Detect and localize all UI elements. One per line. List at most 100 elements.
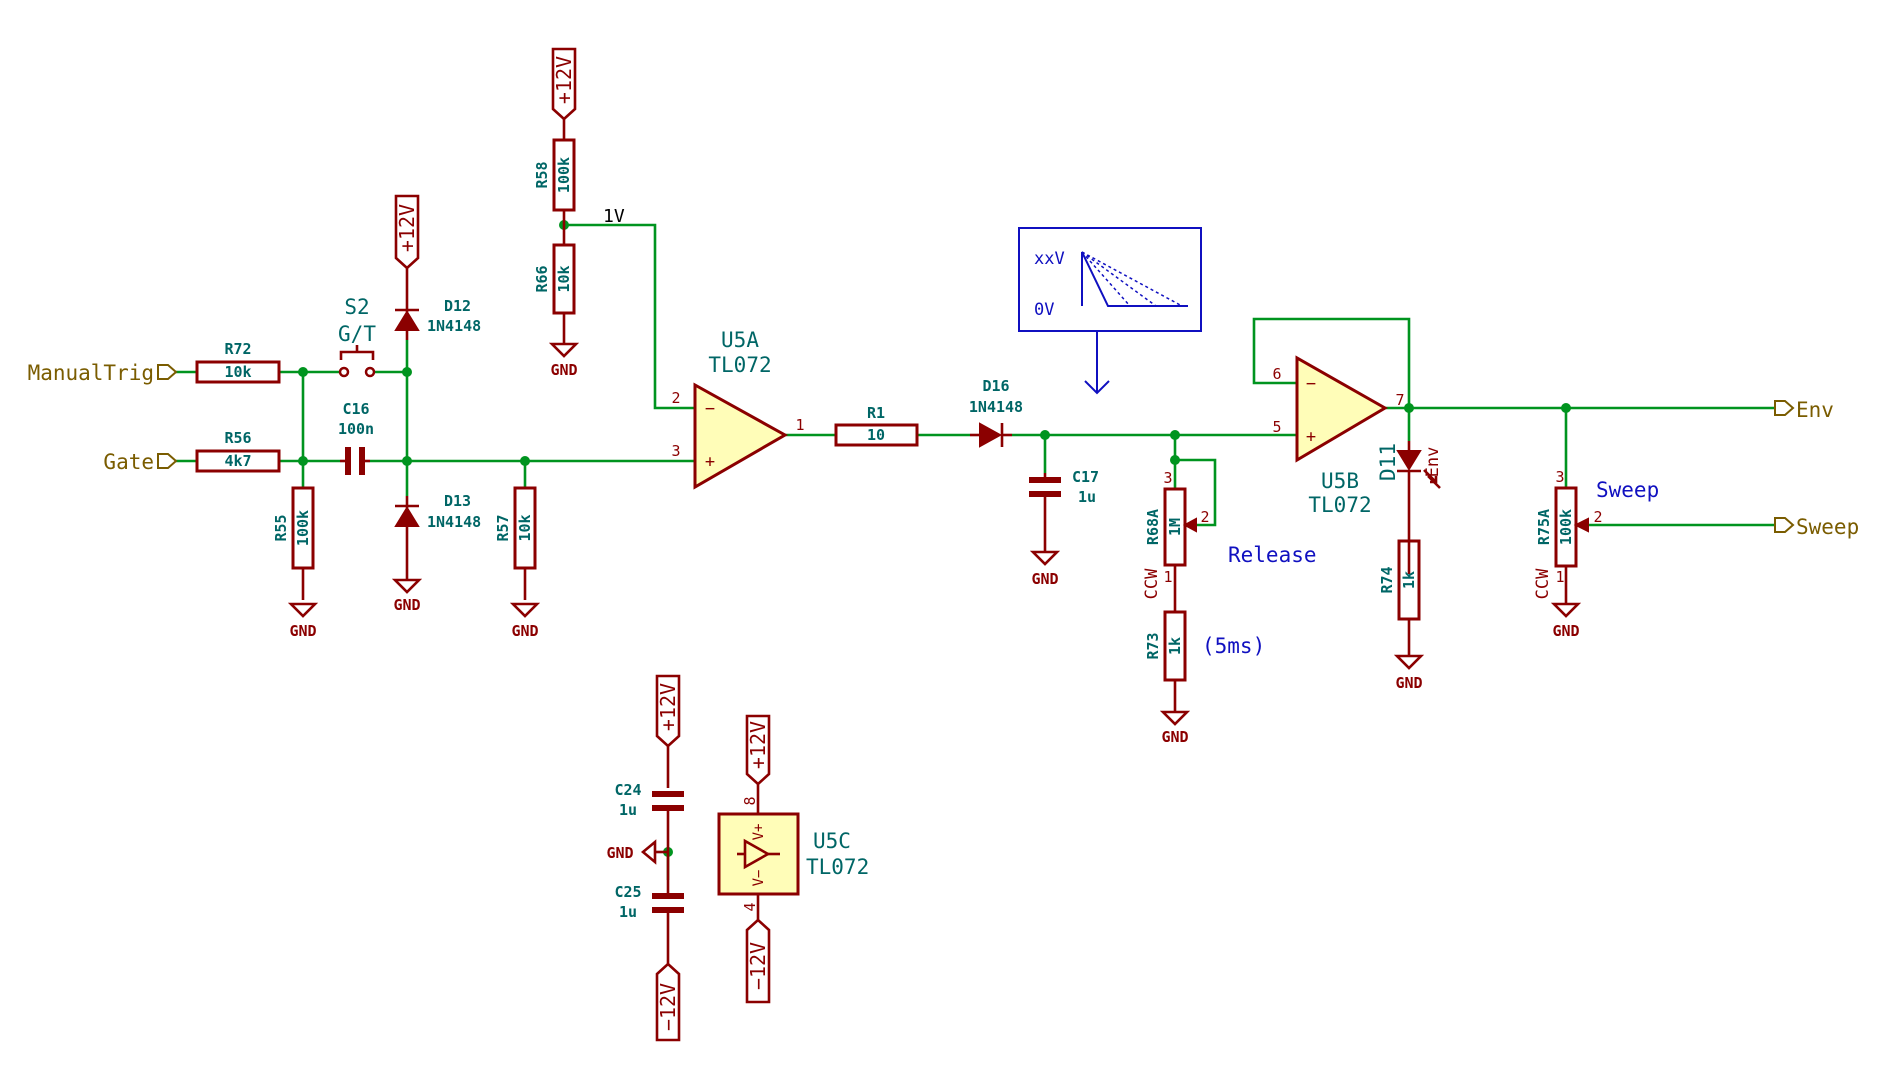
power-neg-c25: −12V xyxy=(655,954,681,1042)
svg-text:8: 8 xyxy=(741,796,759,805)
svg-text:GND: GND xyxy=(1031,570,1058,588)
svg-text:V−: V− xyxy=(751,870,767,887)
svg-text:+12V: +12V xyxy=(746,721,770,769)
svg-text:6: 6 xyxy=(1272,365,1281,383)
resistor-r74: 1k R74 xyxy=(1378,539,1421,656)
resistor-r66: 10k R66 xyxy=(533,225,576,344)
svg-text:+12V: +12V xyxy=(552,56,576,104)
r75a-value: 100k xyxy=(1557,509,1575,545)
potentiometer-r68a: 3 2 1 1M R68A CCW xyxy=(1142,469,1210,612)
gnd-symbol: GND xyxy=(548,342,580,379)
c25-ref: C25 xyxy=(614,883,641,901)
port-sweep: Sweep xyxy=(1774,515,1859,539)
c25-value: 1u xyxy=(619,903,637,921)
svg-text:GND: GND xyxy=(1552,622,1579,640)
svg-text:GND: GND xyxy=(511,622,538,640)
svg-text:+: + xyxy=(705,452,715,472)
svg-text:1: 1 xyxy=(1163,568,1172,586)
svg-text:+12V: +12V xyxy=(395,204,419,252)
svg-text:−12V: −12V xyxy=(746,942,770,990)
port-gate-label: Gate xyxy=(103,450,154,474)
gnd-symbol: GND xyxy=(1159,710,1191,746)
r55-value: 100k xyxy=(294,510,312,546)
opamp-u5b: − + 6 5 7 U5B TL072 xyxy=(1272,355,1405,517)
u5b-value: TL072 xyxy=(1308,493,1371,517)
svg-text:−: − xyxy=(1306,374,1316,394)
u5a-ref: U5A xyxy=(721,328,759,352)
svg-text:+12V: +12V xyxy=(656,683,680,731)
resistor-r57: 10k R57 xyxy=(494,486,537,600)
resistor-r72: R72 10k xyxy=(195,340,281,384)
d13-value: 1N4148 xyxy=(427,513,481,531)
svg-text:GND: GND xyxy=(289,622,316,640)
capacitor-c16: C16 100n xyxy=(338,400,374,475)
net-label-1v: 1V xyxy=(603,206,625,227)
r75a-ccw: CCW xyxy=(1533,568,1553,599)
r56-ref: R56 xyxy=(224,429,251,447)
switch-s2: S2 G/T xyxy=(338,295,376,378)
r55-ref: R55 xyxy=(272,514,290,541)
svg-text:1: 1 xyxy=(1555,568,1564,586)
gnd-symbol: GND xyxy=(1550,602,1582,640)
r73-value: 1k xyxy=(1166,637,1184,655)
r1-value: 10 xyxy=(867,426,885,444)
d12-ref: D12 xyxy=(444,297,471,315)
diode-d16: D16 1N4148 xyxy=(969,377,1023,448)
r66-ref: R66 xyxy=(533,265,551,292)
junctions xyxy=(298,220,1571,857)
svg-text:5: 5 xyxy=(1272,418,1281,436)
svg-text:−12V: −12V xyxy=(656,983,680,1031)
wires xyxy=(176,223,1775,880)
gnd-symbol: GND xyxy=(509,602,541,640)
svg-text:GND: GND xyxy=(550,361,577,379)
u5a-value: TL072 xyxy=(708,353,771,377)
c17-value: 1u xyxy=(1078,488,1096,506)
u5c-ref: U5C xyxy=(813,829,851,853)
svg-text:GND: GND xyxy=(1161,728,1188,746)
r1-ref: R1 xyxy=(867,404,885,422)
power-pos-u5c: +12V xyxy=(745,714,771,814)
c24-value: 1u xyxy=(619,801,637,819)
potentiometer-r75a: 3 2 1 100k R75A CCW xyxy=(1533,468,1603,604)
resistor-r1: R1 10 xyxy=(834,404,919,447)
d11-ref: D11 xyxy=(1376,443,1400,481)
r58-value: 100k xyxy=(555,157,573,193)
led-d11: D11 Env xyxy=(1376,441,1443,574)
c16-ref: C16 xyxy=(342,400,369,418)
gnd-symbol: GND xyxy=(287,602,319,640)
capacitor-c24: C24 1u xyxy=(614,781,684,852)
graph-bottom-label: 0V xyxy=(1034,300,1054,320)
c16-value: 100n xyxy=(338,420,374,438)
c24-ref: C24 xyxy=(614,781,641,799)
d11-value: Env xyxy=(1423,447,1443,478)
d12-value: 1N4148 xyxy=(427,317,481,335)
r72-value: 10k xyxy=(224,363,251,381)
diode-d12: D12 1N4148 xyxy=(394,297,481,340)
s2-value: G/T xyxy=(338,322,376,346)
d16-value: 1N4148 xyxy=(969,398,1023,416)
svg-text:1: 1 xyxy=(795,416,804,434)
r74-ref: R74 xyxy=(1378,566,1396,593)
s2-ref: S2 xyxy=(344,295,369,319)
svg-text:GND: GND xyxy=(1395,674,1422,692)
power-neg-u5c: −12V xyxy=(745,894,771,1004)
r58-ref: R58 xyxy=(533,161,551,188)
r66-value: 10k xyxy=(555,265,573,292)
svg-text:GND: GND xyxy=(606,844,633,862)
gnd-symbol: GND xyxy=(1029,550,1061,588)
power-pos-d12: +12V xyxy=(394,194,420,302)
svg-text:V+: V+ xyxy=(751,824,767,841)
release-note: Release xyxy=(1228,543,1317,567)
resistor-r73: 1k R73 xyxy=(1144,610,1187,712)
c17-ref: C17 xyxy=(1072,468,1099,486)
r68a-value: 1M xyxy=(1166,518,1184,536)
svg-text:4: 4 xyxy=(741,902,759,911)
sweep-note: Sweep xyxy=(1596,478,1659,502)
resistor-r56: R56 4k7 xyxy=(195,429,281,473)
svg-text:3: 3 xyxy=(671,442,680,460)
u5b-ref: U5B xyxy=(1321,469,1359,493)
gnd-symbol-left: GND xyxy=(606,839,668,865)
power-pos-r58: +12V xyxy=(551,47,577,140)
min-release-note: (5ms) xyxy=(1202,634,1265,658)
